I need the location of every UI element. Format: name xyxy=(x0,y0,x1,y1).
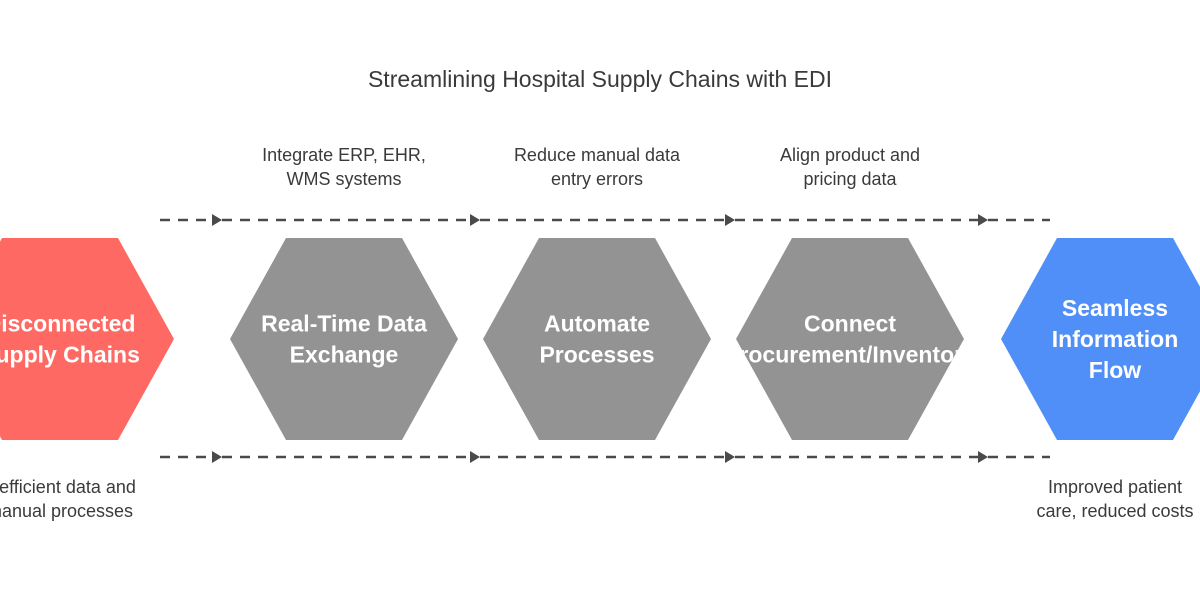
node-label-line: Exchange xyxy=(290,342,399,368)
arrow-right-icon xyxy=(470,451,480,463)
hexagon-shape xyxy=(0,238,174,440)
hexagon-shape xyxy=(230,238,458,440)
arrow-right-icon xyxy=(725,214,735,226)
node-label-line: Information xyxy=(1052,326,1179,352)
arrow-right-icon xyxy=(725,451,735,463)
hexagon-shape xyxy=(1001,238,1200,440)
annotation-disconnected-supply-chains: Inefficient data and xyxy=(0,477,136,497)
node-label-line: Processes xyxy=(539,342,654,368)
annotation-automate-processes: Reduce manual data xyxy=(514,145,681,165)
diagram-title: Streamlining Hospital Supply Chains with… xyxy=(368,66,832,92)
annotation-disconnected-supply-chains: manual processes xyxy=(0,501,133,521)
annotation-real-time-data-exchange: WMS systems xyxy=(287,169,402,189)
annotation-connect-procurement-inventory: Align product and xyxy=(780,145,920,165)
arrow-right-icon xyxy=(212,214,222,226)
node-label: DisconnectedSupply Chains xyxy=(0,311,140,368)
arrow-right-icon xyxy=(212,451,222,463)
node-label-line: Connect xyxy=(804,311,896,337)
arrow-right-icon xyxy=(978,451,988,463)
annotation-automate-processes: entry errors xyxy=(551,169,643,189)
arrow-right-icon xyxy=(978,214,988,226)
node-disconnected-supply-chains[interactable]: DisconnectedSupply Chains xyxy=(0,238,174,440)
node-label-line: Supply Chains xyxy=(0,342,140,368)
hexagon-shape xyxy=(736,238,964,440)
node-label-line: Automate xyxy=(544,311,650,337)
arrow-right-icon xyxy=(470,214,480,226)
annotation-seamless-information-flow: Improved patient xyxy=(1048,477,1182,497)
annotation-seamless-information-flow: care, reduced costs xyxy=(1036,501,1193,521)
node-label-line: Procurement/Inventory xyxy=(724,342,976,368)
hexagon-shape xyxy=(483,238,711,440)
node-label-line: Real-Time Data xyxy=(261,311,427,337)
node-label-line: Flow xyxy=(1089,357,1141,383)
connector-layer xyxy=(160,214,1050,463)
node-label-line: Seamless xyxy=(1062,295,1168,321)
node-label-line: Disconnected xyxy=(0,311,135,337)
annotation-layer: Inefficient data and manual processes Inte… xyxy=(0,145,1194,521)
annotation-real-time-data-exchange: Integrate ERP, EHR, xyxy=(262,145,426,165)
node-layer: DisconnectedSupply Chains Real-Time DataE… xyxy=(0,238,1200,440)
annotation-connect-procurement-inventory: pricing data xyxy=(803,169,897,189)
